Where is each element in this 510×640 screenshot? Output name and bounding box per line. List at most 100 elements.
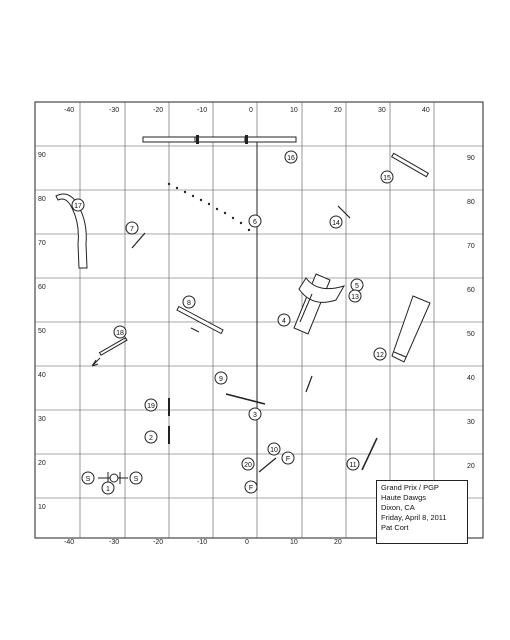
obstacle-number (348, 289, 362, 303)
course-info-box: Grand Prix / PGP Haute Dawgs Dixon, CA F… (376, 480, 468, 544)
date: Friday, April 8, 2011 (381, 513, 447, 522)
aframe-4 (293, 273, 346, 335)
jump-7 (131, 232, 146, 249)
obstacle-number (182, 295, 196, 309)
start-jump (98, 472, 128, 484)
obstacle-label: 17 (74, 203, 82, 210)
obstacle-number (380, 170, 394, 184)
x-tick-top: 10 (290, 107, 298, 114)
location: Dixon, CA (381, 503, 415, 512)
grid-horizontal (35, 145, 483, 499)
jump-10 (258, 457, 277, 473)
x-tick-bottom: 0 (245, 539, 249, 546)
obstacle-number (329, 215, 343, 229)
obstacle-number (144, 430, 158, 444)
obstacle-number (113, 325, 127, 339)
x-tick-top: 40 (422, 107, 430, 114)
y-tick-right: 70 (467, 243, 475, 250)
y-tick-right: 50 (467, 331, 475, 338)
obstacle-number (284, 150, 298, 164)
obstacle-number (373, 347, 387, 361)
obstacle-number (248, 214, 262, 228)
y-ticks-right: 90 80 70 60 50 40 30 20 (467, 155, 475, 470)
obstacle-label: 1 (106, 486, 110, 493)
y-tick-left: 40 (38, 372, 46, 379)
course-border (34, 101, 484, 539)
x-tick-bottom: 10 (290, 539, 298, 546)
obstacle-label: 10 (270, 447, 278, 454)
x-tick-top: 0 (249, 107, 253, 114)
y-tick-right: 60 (467, 287, 475, 294)
x-tick-top: -10 (197, 107, 207, 114)
obstacle-label: 2 (149, 435, 153, 442)
y-tick-left: 10 (38, 504, 46, 511)
y-tick-left: 80 (38, 196, 46, 203)
jump-small (305, 375, 313, 393)
club-name: Haute Dawgs (381, 493, 427, 502)
y-tick-left: 30 (38, 416, 46, 423)
obstacle-label: 20 (244, 462, 252, 469)
chute-12 (391, 295, 431, 363)
obstacle-label: 14 (332, 220, 340, 227)
obstacle-label: 3 (253, 412, 257, 419)
x-tick-top: 30 (378, 107, 386, 114)
y-tick-right: 30 (467, 419, 475, 426)
obstacle-label: 16 (287, 155, 295, 162)
obstacle-label: F (249, 485, 253, 492)
obstacle-number (267, 442, 281, 456)
x-tick-top: -40 (64, 107, 74, 114)
obstacle-label: 12 (376, 352, 384, 359)
y-tick-right: 40 (467, 375, 475, 382)
obstacle-number (281, 451, 295, 465)
obstacle-number (101, 481, 115, 495)
obstacle-number (81, 471, 95, 485)
obstacle-label: 6 (253, 219, 257, 226)
jump-18 (91, 336, 128, 367)
obstacle-number (346, 457, 360, 471)
jump-11 (361, 437, 378, 471)
y-ticks-left: 90 80 70 60 50 40 30 20 10 (38, 152, 46, 511)
x-tick-bottom: -30 (109, 539, 119, 546)
y-tick-right: 90 (467, 155, 475, 162)
obstacle-label: S (134, 476, 139, 483)
obstacle-number (125, 221, 139, 235)
y-tick-left: 20 (38, 460, 46, 467)
obstacle-number (144, 398, 158, 412)
obstacle-label: 5 (355, 283, 359, 290)
jump-9 (225, 393, 266, 405)
x-tick-bottom: -40 (64, 539, 74, 546)
x-ticks-top: -40 -30 -20 -10 0 10 20 30 40 (64, 107, 430, 114)
trial-title: Grand Prix / PGP (381, 483, 439, 492)
x-tick-bottom: -20 (153, 539, 163, 546)
x-ticks-bottom: -40 -30 -20 -10 0 10 20 30 40 (64, 539, 430, 546)
x-tick-top: -20 (153, 107, 163, 114)
jump-15 (390, 152, 430, 178)
obstacle-number (214, 371, 228, 385)
y-tick-right: 20 (467, 463, 475, 470)
obstacle-label: F (286, 456, 290, 463)
obstacle-number (129, 471, 143, 485)
obstacle-number (244, 480, 258, 494)
seesaw-8 (176, 305, 224, 335)
obstacle-label: 8 (187, 300, 191, 307)
y-tick-left: 50 (38, 328, 46, 335)
obstacle-label: 7 (130, 226, 134, 233)
x-tick-bottom: 20 (334, 539, 342, 546)
jump-14 (337, 205, 351, 219)
obstacle-number (71, 198, 85, 212)
obstacle-label: 13 (351, 294, 359, 301)
obstacle-label: 19 (147, 403, 155, 410)
obstacle-numbers (71, 150, 394, 495)
y-tick-left: 70 (38, 240, 46, 247)
obstacle-label: 18 (116, 330, 124, 337)
x-tick-bottom: -10 (197, 539, 207, 546)
obstacle-labels: 1 2 3 4 5 6 7 8 9 10 11 12 13 14 15 16 1… (74, 155, 391, 493)
y-tick-right: 80 (467, 199, 475, 206)
y-tick-left: 90 (38, 152, 46, 159)
obstacle-number (248, 407, 262, 421)
obstacle-label: 4 (282, 318, 286, 325)
tunnel-17 (55, 193, 88, 269)
dotted-line (167, 182, 251, 232)
obstacle-label: 11 (349, 462, 356, 469)
